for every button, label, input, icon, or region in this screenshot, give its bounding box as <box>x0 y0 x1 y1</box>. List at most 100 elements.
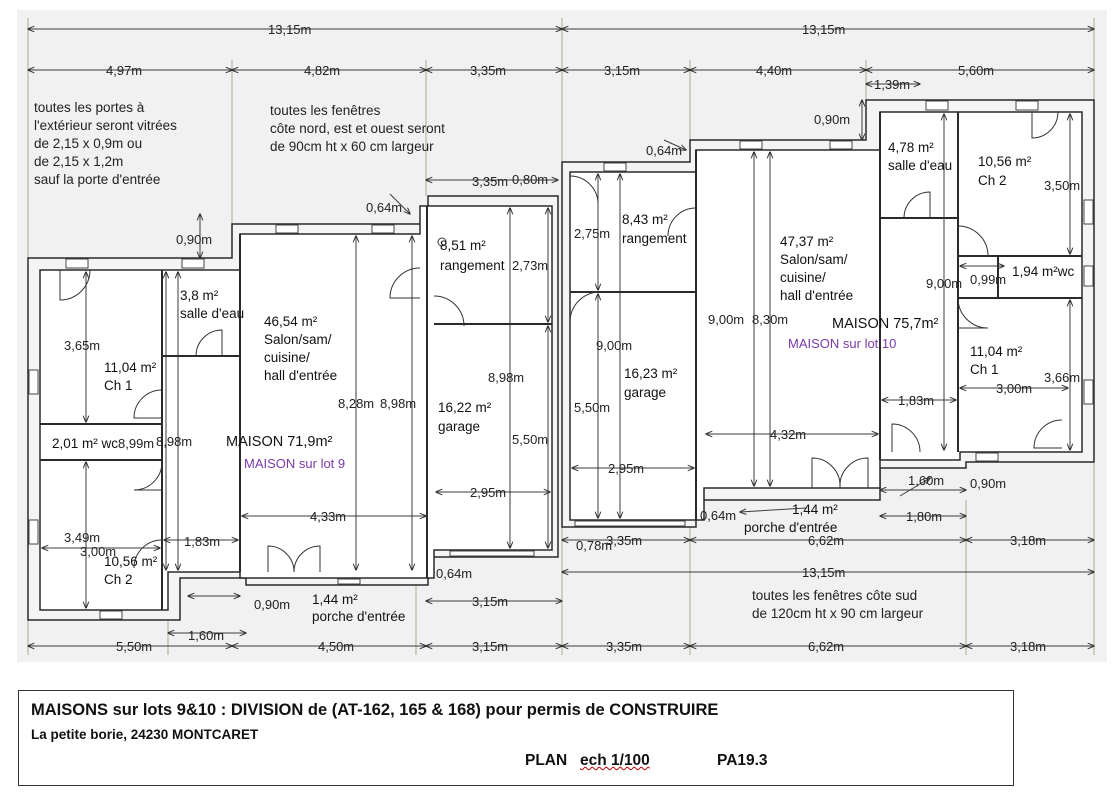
dim-top-a: 4,97m <box>106 63 142 78</box>
dim-w-160-bl: 1,60m <box>188 628 224 643</box>
dim-b-335: 3,35m <box>606 639 642 654</box>
right-garage-area: 16,23 m² <box>624 366 678 381</box>
left-salle-eau-name: salle d'eau <box>180 306 244 321</box>
dim-b-1315: 13,15m <box>802 565 845 580</box>
left-garage-area: 16,22 m² <box>438 400 492 415</box>
left-salon-area: 46,54 m² <box>264 314 318 329</box>
dim-h-898-g: 8,98m <box>488 370 524 385</box>
left-ch1-area: 11,04 m² <box>104 360 157 375</box>
dim-b-450: 4,50m <box>318 639 354 654</box>
dim-r-318-b: 3,18m <box>1010 533 1046 548</box>
dim-step-090-l: 0,90m <box>176 232 212 247</box>
dim-step-139: 1,39m <box>874 77 910 92</box>
room-labels-left: 3,8 m² salle d'eau 46,54 m² Salon/sam/ c… <box>52 238 505 624</box>
left-salon-l2: cuisine/ <box>264 350 310 365</box>
dim-w-183-l: 1,83m <box>184 534 220 549</box>
room-labels-right: 8,43 m² rangement 16,23 m² garage 47,37 … <box>622 140 1075 535</box>
dim-b-318: 3,18m <box>1010 639 1046 654</box>
dim-r-350: 3,50m <box>1044 178 1080 193</box>
dim-step-064-r: 0,64m <box>646 143 682 158</box>
right-rangement-name: rangement <box>622 231 687 246</box>
note-doors-l2: l'extérieur seront vitrées <box>34 118 177 133</box>
note-doors-l1: toutes les portes à <box>34 100 145 115</box>
dim-h-349: 3,49m <box>64 530 100 545</box>
dim-b-315-l: 3,15m <box>472 594 508 609</box>
left-ch2-name: Ch 2 <box>104 572 133 587</box>
dim-r-275: 2,75m <box>574 226 610 241</box>
right-ch1-area: 11,04 m² <box>970 344 1023 359</box>
left-wc: 2,01 m² wc <box>52 436 118 451</box>
left-salon-l3: hall d'entrée <box>264 368 337 383</box>
dim-top-d: 3,15m <box>604 63 640 78</box>
dim-h-898-l: 8,98m <box>156 434 192 449</box>
dim-h-828: 8,28m <box>338 396 374 411</box>
title-reference: PA19.3 <box>717 752 768 769</box>
dim-h-365: 3,65m <box>64 338 100 353</box>
right-garage-name: garage <box>624 385 666 400</box>
dim-w-064-bl: 0,64m <box>436 566 472 581</box>
dim-r-160: 1,60m <box>908 473 944 488</box>
right-lot: MAISON sur lot 10 <box>788 336 896 351</box>
right-ch1-name: Ch 1 <box>970 362 999 377</box>
left-porche-name: porche d'entrée <box>312 609 405 624</box>
right-wc: 1,94 m²wc <box>1012 264 1075 279</box>
dim-step-335-mid: 3,35m <box>472 174 508 189</box>
dim-step-064-l: 0,64m <box>366 200 402 215</box>
dim-r-300: 3,00m <box>996 381 1032 396</box>
right-rangement-area: 8,43 m² <box>622 212 668 227</box>
dimension-lines <box>28 29 1094 646</box>
dim-b-550: 5,50m <box>116 639 152 654</box>
left-lot: MAISON sur lot 9 <box>244 456 345 471</box>
dim-step-080: 0,80m <box>512 172 548 187</box>
dim-r-295: 2,95m <box>608 461 644 476</box>
dim-r-900-l: 9,00m <box>708 312 744 327</box>
dim-step-090-r: 0,90m <box>814 112 850 127</box>
left-maison: MAISON 71,9m² <box>226 434 333 450</box>
dim-r-180: 1,80m <box>906 509 942 524</box>
right-salle-eau-name: salle d'eau <box>888 158 952 173</box>
note-win-l3: de 90cm ht x 60 cm largeur <box>270 139 434 154</box>
dim-w-295-l: 2,95m <box>470 485 506 500</box>
right-ch2-name: Ch 2 <box>978 173 1007 188</box>
dim-r-078: 0,78m <box>576 538 612 553</box>
dimension-labels: 13,15m 13,15m 4,97m 4,82m 3,35m 3,15m 4,… <box>64 22 1080 654</box>
dim-r-183: 1,83m <box>898 393 934 408</box>
dim-w-090-bl: 0,90m <box>254 597 290 612</box>
dim-b-662: 6,62m <box>808 639 844 654</box>
dim-top-total-left: 13,15m <box>268 22 311 37</box>
right-salle-eau-area: 4,78 m² <box>888 140 934 155</box>
left-salon-l1: Salon/sam/ <box>264 332 332 347</box>
dim-h-273: 2,73m <box>512 258 548 273</box>
note-win-l1: toutes les fenêtres <box>270 103 381 118</box>
title-scale: ech 1/100 <box>580 752 650 769</box>
dim-top-c: 3,35m <box>470 63 506 78</box>
note-south-l2: de 120cm ht x 90 cm largeur <box>752 606 924 621</box>
plan-notes: toutes les portes à l'extérieur seront v… <box>34 100 924 621</box>
title-main: MAISONS sur lots 9&10 : DIVISION de (AT-… <box>31 701 719 719</box>
dim-r-099: 0,99m <box>970 272 1006 287</box>
dim-w-433: 4,33m <box>310 509 346 524</box>
right-porche-area: 1,44 m² <box>792 502 838 517</box>
dim-h-899: 8,99m <box>118 436 154 451</box>
right-salon-l1: Salon/sam/ <box>780 252 848 267</box>
dim-h-898-c: 8,98m <box>380 396 416 411</box>
right-salon-l2: cuisine/ <box>780 270 826 285</box>
dim-top-total-right: 13,15m <box>802 22 845 37</box>
title-plan-label: PLAN <box>525 752 568 769</box>
right-salon-area: 47,37 m² <box>780 234 834 249</box>
left-rangement-name: rangement <box>440 258 505 273</box>
dim-r-662-b: 6,62m <box>808 533 844 548</box>
dim-top-f: 5,60m <box>958 63 994 78</box>
right-maison: MAISON 75,7m² <box>832 316 939 332</box>
note-south-l1: toutes les fenêtres côte sud <box>752 588 917 603</box>
dim-r-064-b: 0,64m <box>700 508 736 523</box>
note-doors-l5: sauf la porte d'entrée <box>34 172 160 187</box>
dim-top-b: 4,82m <box>304 63 340 78</box>
left-salle-eau-area: 3,8 m² <box>180 288 219 303</box>
left-porche-area: 1,44 m² <box>312 592 358 607</box>
note-doors-l3: de 2,15 x 0,9m ou <box>34 136 142 151</box>
left-ch1-name: Ch 1 <box>104 378 133 393</box>
dim-r-900-c: 9,00m <box>926 276 962 291</box>
left-garage-name: garage <box>438 419 480 434</box>
right-salon-l3: hall d'entrée <box>780 288 853 303</box>
